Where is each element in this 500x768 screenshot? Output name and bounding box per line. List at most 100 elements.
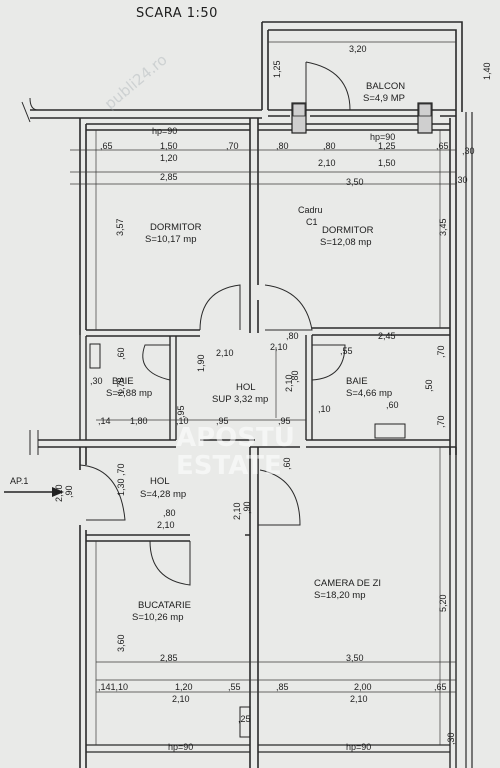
dim-090b: ,90 — [242, 501, 252, 514]
dim-030c: ,30 — [90, 376, 103, 386]
dim-350b: 3,50 — [346, 653, 364, 663]
bedroom1-door — [199, 284, 241, 331]
dim-210h: 2,10 — [172, 694, 190, 704]
watermark-brand-line2: ESTATE — [176, 451, 282, 481]
dim-095-vert: ,95 — [176, 405, 186, 418]
dim-190: 1,90 — [196, 354, 206, 372]
hol-door — [258, 469, 301, 526]
dim-010b: ,10 — [318, 404, 331, 414]
entrance-arrow — [4, 487, 64, 497]
dim-030a: ,30 — [462, 146, 475, 156]
room-baie2-name: BAIE — [346, 376, 368, 387]
dim-210b: 2,10 — [216, 348, 234, 358]
dim-050: ,50 — [424, 379, 434, 392]
dim-055b: ,55 — [228, 682, 241, 692]
door-swings — [79, 61, 351, 586]
dim-014: ,14 — [98, 416, 111, 426]
dim-120: 1,20 — [160, 153, 178, 163]
dim-010a: ,10 — [176, 416, 189, 426]
room-hol-name: HOL — [150, 476, 170, 487]
dim-520: 5,20 — [438, 594, 448, 612]
room-bucatarie-name: BUCATARIE — [138, 600, 191, 611]
bath1-door — [142, 344, 171, 381]
dim-090a: ,90 — [64, 485, 74, 498]
dim-120b: 1,20 — [175, 682, 193, 692]
dim-065: ,65 — [100, 141, 113, 151]
dim-150: 1,50 — [160, 141, 178, 151]
dim-360: 3,60 — [116, 634, 126, 652]
dim-080e: ,80 — [163, 508, 176, 518]
dim-balcon-w: 3,20 — [349, 44, 367, 54]
room-camera-area: S=18,20 mp — [314, 590, 366, 601]
dim-125: 1,25 — [378, 141, 396, 151]
dim-080d: ,80 — [290, 370, 300, 383]
dimension-labels: 3,20 1,25 1,40 ,65 1,50 ,70 ,80 ,80 1,25… — [54, 44, 492, 745]
dim-210i: 2,10 — [350, 694, 368, 704]
dim-210c: 2,10 — [270, 342, 288, 352]
dim-030d: ,30 — [446, 732, 456, 745]
dim-060b: ,60 — [386, 400, 399, 410]
middle-horizontal-wall — [38, 439, 456, 448]
dim-178: 1,78 — [116, 377, 126, 395]
dim-180: 1,80 — [130, 416, 148, 426]
dim-210e: 2,10 — [54, 484, 64, 502]
plan-title: SCARA 1:50 — [136, 6, 218, 21]
dim-350a: 3,50 — [346, 177, 364, 187]
dim-060a: ,60 — [116, 347, 126, 360]
dim-balcon-h: 1,25 — [272, 60, 282, 78]
dim-095a: ,95 — [216, 416, 229, 426]
dim-070: ,70 — [226, 141, 239, 151]
label-hp-bottom-left: hp=90 — [168, 742, 193, 752]
dim-right-140: 1,40 — [482, 62, 492, 80]
dim-141: ,141,10 — [98, 682, 128, 692]
dim-070b: ,70 — [436, 345, 446, 358]
dim-025: ,25 — [238, 714, 251, 724]
dim-150b: 1,50 — [378, 158, 396, 168]
dim-210f: 2,10 — [157, 520, 175, 530]
dim-030b: ,30 — [455, 175, 468, 185]
entrance-door — [79, 464, 126, 521]
dim-065b: ,65 — [436, 141, 449, 151]
dim-070d: ,70 — [116, 463, 126, 476]
bath2-door — [311, 344, 346, 381]
dim-080b: ,80 — [323, 141, 336, 151]
room-dormitor1-name: DORMITOR — [150, 222, 202, 233]
label-cadru: Cadru — [298, 205, 323, 215]
room-baie2-area: S=4,66 mp — [346, 388, 392, 399]
dim-285b: 2,85 — [160, 653, 178, 663]
label-hp-top-right: hp=90 — [370, 132, 395, 142]
dim-130: 1,30 — [116, 478, 126, 496]
kitchen-door — [149, 540, 191, 586]
misc-labels: Cadru C1 AP.1 hp=90 hp=90 hp=90 hp=90 — [10, 126, 395, 752]
balcony-wall — [261, 21, 463, 112]
dim-285a: 2,85 — [160, 172, 178, 182]
walls — [21, 21, 473, 768]
room-dormitor1-area: S=10,17 mp — [145, 234, 197, 245]
dim-085: ,85 — [276, 682, 289, 692]
dimension-lines — [70, 41, 456, 745]
dim-210a: 2,10 — [318, 158, 336, 168]
label-c1: C1 — [306, 217, 318, 227]
label-hp-bottom-right: hp=90 — [346, 742, 371, 752]
room-balcon-area: S=4,9 MP — [363, 93, 405, 104]
dim-095b: ,95 — [278, 416, 291, 426]
watermark-site: publi24.ro — [101, 51, 171, 113]
room-camera-name: CAMERA DE ZI — [314, 578, 381, 589]
dim-245: 2,45 — [378, 331, 396, 341]
left-wall-dormitor — [79, 118, 87, 335]
room-dormitor2-name: DORMITOR — [322, 225, 374, 236]
dim-055: ,55 — [340, 346, 353, 356]
room-hol-sup-name: HOL — [236, 382, 256, 393]
room-balcon-name: BALCON — [366, 81, 405, 92]
dim-210g: 2,10 — [232, 502, 242, 520]
dim-357: 3,57 — [115, 218, 125, 236]
watermark-brand-line1: APOSTU — [176, 423, 295, 453]
room-baie1-area: S=2,88 mp — [106, 388, 152, 399]
dim-080c: ,80 — [286, 331, 299, 341]
right-exterior-wall — [449, 112, 457, 455]
room-baie1-name: BAIE — [112, 376, 134, 387]
balcony-door — [305, 61, 351, 111]
room-dormitor2-area: S=12,08 mp — [320, 237, 372, 248]
room-bucatarie-area: S=10,26 mp — [132, 612, 184, 623]
